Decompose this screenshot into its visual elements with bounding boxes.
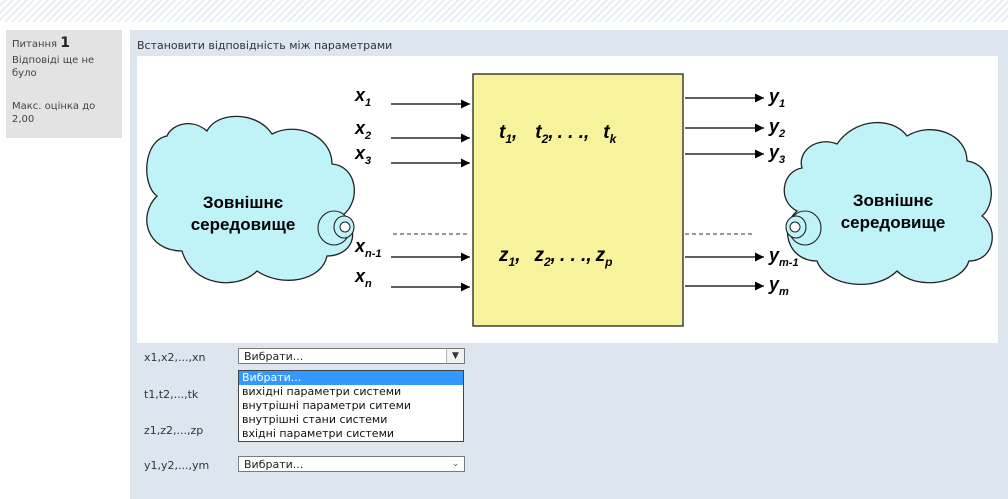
dropdown-option-internal-states[interactable]: внутрішні стани системи [242,413,388,426]
match-label-2: t1,t2,...,tk [144,388,199,401]
params-row: t1,t2,. . .,tk [499,122,618,146]
right-cloud-line2: середовище [841,213,946,232]
question-content: Встановити відповідність між параметрами… [130,30,1008,499]
system-diagram: Зовнішнє середовище Зовнішнє середовище [137,56,998,343]
match-select-4[interactable]: Вибрати... ⌄ [238,456,465,472]
right-cloud-line1: Зовнішнє [853,191,933,210]
left-cloud: Зовнішнє середовище [146,115,355,284]
left-sensor-icon [317,210,355,246]
input-label-2: x2 [354,118,371,142]
diagram-svg: Зовнішнє середовище Зовнішнє середовище [146,73,993,327]
input-label-4: xn-1 [354,236,382,260]
left-cloud-line1: Зовнішнє [203,193,283,212]
dropdown-option-internal-params[interactable]: внутрішні параметри ситеми [242,399,412,412]
output-label-1: y1 [768,86,785,110]
dropdown-option-output-params[interactable]: вихідні параметри системи [242,385,402,398]
match-select-4-value: Вибрати... [244,458,304,471]
input-label-1: x1 [354,85,371,109]
right-cloud: Зовнішнє середовище [783,122,993,285]
match-select-1[interactable]: Вибрати... ▼ [238,348,465,364]
output-label-5: ym [768,274,789,298]
right-sensor-icon [785,210,822,246]
match-select-1-value: Вибрати... [244,350,304,363]
match-label-1: x1,x2,...,xn [144,351,206,364]
states-row: z1,z2,. . .,zp [498,245,612,269]
system-box [472,73,684,327]
question-state: Відповіді ще не було [12,55,95,79]
output-label-3: y3 [768,142,785,166]
output-label-2: y2 [768,116,785,140]
dropdown-list: Вибрати... вихідні параметри системи вну… [238,370,464,442]
match-label-3: z1,z2,...,zp [144,424,204,437]
input-label-5: xn [354,266,372,290]
output-label-4: ym-1 [768,245,799,269]
top-stripe [0,0,1008,22]
left-cloud-line2: середовище [191,215,296,234]
question-number: Питання 1 [12,35,71,51]
dropdown-option-input-params[interactable]: вхідні параметри системи [242,427,395,440]
match-label-4: y1,y2,...,ym [144,459,210,472]
input-label-3: x3 [354,143,371,167]
chevron-down-icon[interactable]: ⌄ [447,457,464,471]
chevron-down-icon[interactable]: ▼ [446,349,464,363]
dropdown-option-choose[interactable]: Вибрати... [239,371,463,385]
question-info-panel: Питання 1 Відповіді ще не було Макс. оці… [6,30,122,138]
question-text: Встановити відповідність між параметрами [137,39,393,52]
question-grade: Макс. оцінка до 2,00 [12,101,96,125]
